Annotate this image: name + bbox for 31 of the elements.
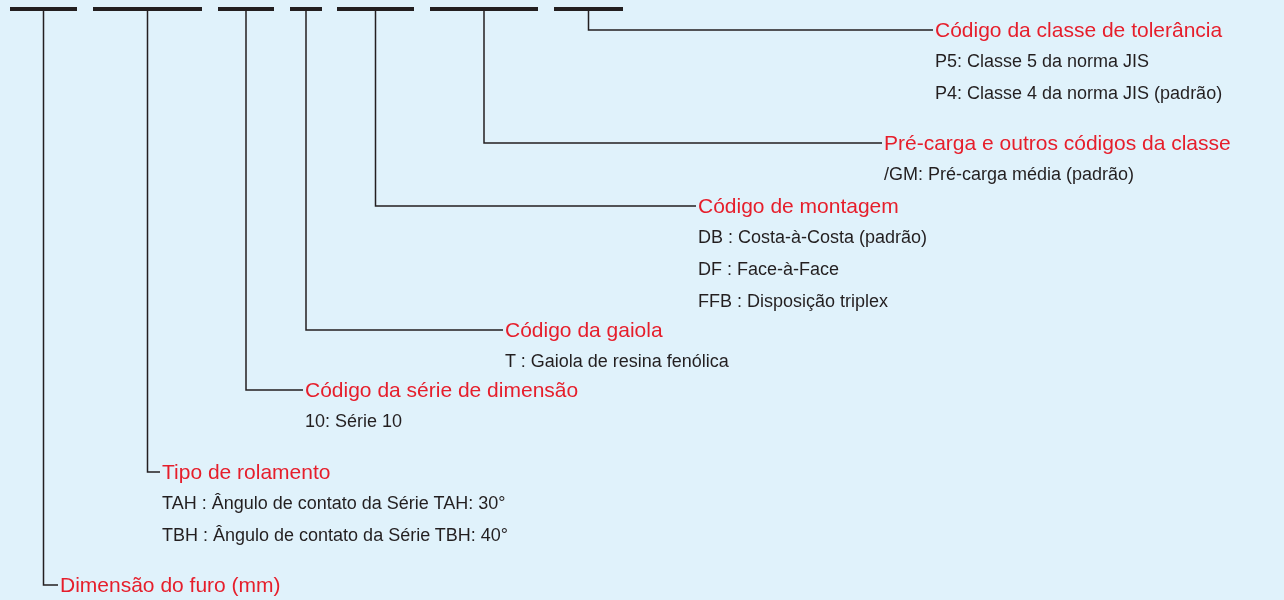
leader-line	[374, 10, 697, 207]
leader-line	[146, 10, 161, 473]
code-segment-bar	[554, 7, 623, 11]
heading: Código da gaiola	[505, 317, 664, 343]
code-description: 10: Série 10	[305, 410, 404, 433]
code-description: DB : Costa-à-Costa (padrão)	[698, 226, 928, 249]
code-description: P5: Classe 5 da norma JIS	[935, 50, 1151, 73]
heading: Dimensão do furo (mm)	[60, 572, 281, 598]
code-segment-bar	[430, 7, 538, 11]
code-description: DF : Face-à-Face	[698, 258, 841, 281]
code-description: FFB : Disposição triplex	[698, 290, 890, 313]
heading: Pré-carga e outros códigos da classe	[884, 130, 1231, 156]
code-description: TBH : Ângulo de contato da Série TBH: 40°	[162, 524, 509, 547]
heading: Código da série de dimensão	[305, 377, 579, 403]
code-description: TAH : Ângulo de contato da Série TAH: 30°	[162, 492, 507, 515]
leader-line	[305, 10, 504, 331]
heading: Tipo de rolamento	[162, 459, 332, 485]
leader-line	[42, 10, 59, 586]
code-segment-bar	[290, 7, 322, 11]
code-segment-bar	[10, 7, 77, 11]
code-description: P4: Classe 4 da norma JIS (padrão)	[935, 82, 1223, 105]
heading: Código da classe de tolerância	[935, 17, 1223, 43]
leader-line	[587, 10, 934, 31]
code-segment-bar	[218, 7, 274, 11]
heading: Código de montagem	[698, 193, 900, 219]
leader-line	[245, 10, 304, 391]
code-segment-bar	[93, 7, 202, 11]
code-description: /GM: Pré-carga média (padrão)	[884, 163, 1136, 186]
code-description: T : Gaiola de resina fenólica	[505, 350, 729, 373]
code-segment-bar	[337, 7, 414, 11]
leader-line	[483, 10, 883, 144]
